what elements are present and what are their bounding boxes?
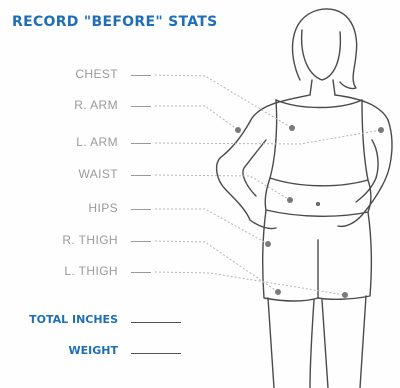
total-inches-entry-line[interactable] [131,322,181,323]
weight-entry-line[interactable] [131,353,181,354]
left-arm-entry-line[interactable] [131,143,151,144]
waist-entry-line[interactable] [131,175,151,176]
right-thigh-label: R. THIGH [8,233,118,247]
weight-label: WEIGHT [0,344,118,357]
chest-entry-line[interactable] [131,75,151,76]
right-arm-label: R. ARM [8,98,118,112]
right-thigh-entry-line[interactable] [131,241,151,242]
hips-entry-line[interactable] [131,209,151,210]
right-arm-entry-line[interactable] [131,106,151,107]
total-inches-label: TOTAL INCHES [0,313,118,326]
chest-label: CHEST [8,67,118,81]
left-thigh-label: L. THIGH [8,264,118,278]
left-thigh-entry-line[interactable] [131,272,151,273]
left-arm-label: L. ARM [8,135,118,149]
waist-label: WAIST [8,167,118,181]
hips-label: HIPS [8,201,118,215]
